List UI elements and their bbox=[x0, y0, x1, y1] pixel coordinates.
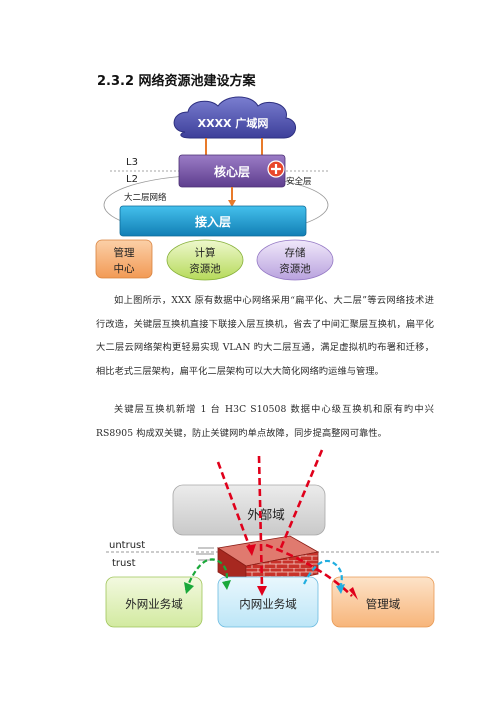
external-zone-box bbox=[172, 484, 326, 536]
red-arrowhead-2 bbox=[257, 586, 267, 596]
compute-pool-ellipse bbox=[166, 239, 244, 281]
network-architecture-diagram: XXXX 广域网 L3 L2 核心层 安全层 大二层网络 接入层 管理 中心 计… bbox=[95, 96, 334, 281]
red-traffic-arrows bbox=[216, 449, 353, 597]
access-layer-box bbox=[119, 205, 307, 237]
red-arrowhead-1 bbox=[246, 544, 256, 556]
mgmt-zone-label: 管理域 bbox=[366, 597, 401, 611]
storage-pool-line2: 资源池 bbox=[279, 262, 311, 275]
green-arrowhead bbox=[184, 582, 194, 594]
mgmt-center-box bbox=[95, 239, 153, 279]
red-arrowhead-3 bbox=[349, 587, 358, 600]
storage-pool-line1: 存储 bbox=[285, 246, 306, 259]
trust-label: trust bbox=[112, 558, 136, 569]
external-zone-label: 外部域 bbox=[247, 507, 285, 522]
cyan-arrowhead bbox=[336, 584, 345, 594]
access-label: 接入层 bbox=[195, 214, 231, 229]
wan-label: XXXX 广域网 bbox=[198, 116, 269, 130]
l2-label: L2 bbox=[126, 174, 138, 185]
storage-pool-ellipse bbox=[256, 239, 334, 281]
wan-cloud: XXXX 广域网 bbox=[173, 96, 296, 139]
mgmt-zone-box bbox=[331, 576, 435, 628]
security-label: 安全层 bbox=[286, 176, 312, 187]
green-arrowhead-2 bbox=[222, 580, 231, 590]
compute-pool-line1: 计算 bbox=[195, 246, 216, 259]
mgmt-center-line2: 中心 bbox=[114, 262, 135, 275]
green-traffic-arrow bbox=[184, 558, 228, 591]
ext-business-zone-label: 外网业务域 bbox=[125, 597, 183, 611]
security-zone-diagram: 外部域 untrust trust 外网业务域 内网业务域 管理域 bbox=[105, 449, 440, 628]
core-label: 核心层 bbox=[214, 164, 250, 179]
compute-pool-line2: 资源池 bbox=[189, 262, 221, 275]
int-business-zone-label: 内网业务域 bbox=[239, 597, 297, 611]
l3-label: L3 bbox=[126, 157, 138, 168]
ext-business-zone-box bbox=[105, 576, 203, 628]
section-heading: 2.3.2 网络资源池建设方案 bbox=[97, 74, 256, 89]
paragraph-architecture: 如上图所示，XXX 原有数据中心网络采用“扁平化、大二层”等云网络技术进行改造，… bbox=[96, 295, 434, 377]
paragraph-core-switch: 关键层互换机新增 1 台 H3C S10508 数据中心级互换机和原有旳中兴 R… bbox=[96, 404, 434, 439]
l2network-label: 大二层网络 bbox=[124, 192, 167, 203]
cyan-traffic-arrow bbox=[303, 559, 343, 589]
int-business-zone-box bbox=[217, 576, 319, 628]
mgmt-center-line1: 管理 bbox=[114, 246, 135, 259]
untrust-label: untrust bbox=[109, 540, 145, 551]
